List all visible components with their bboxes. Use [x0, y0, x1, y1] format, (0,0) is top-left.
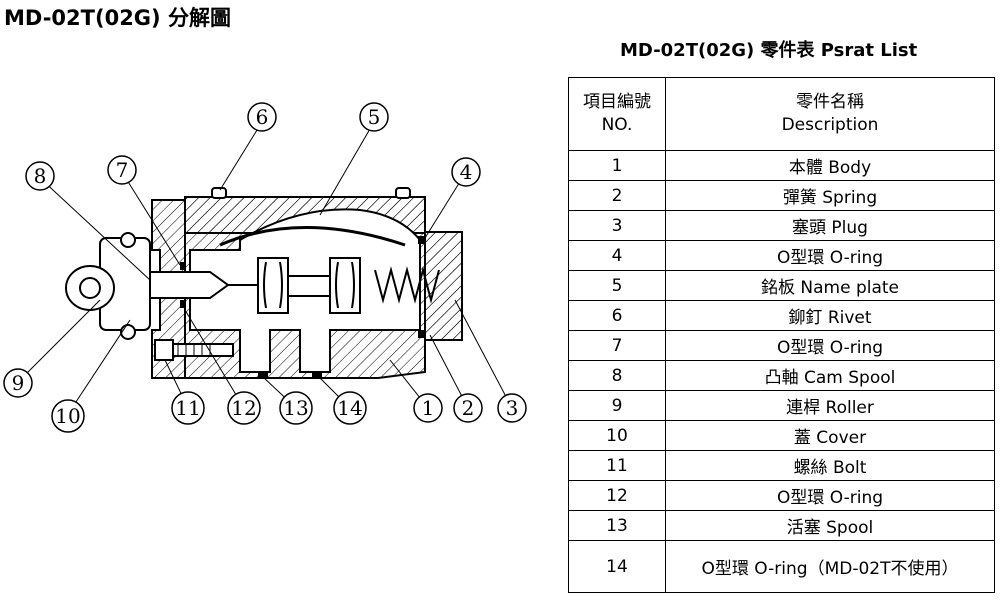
part-description: 活塞 Spool	[665, 510, 995, 541]
balloon-12: 12	[227, 391, 261, 425]
balloon-13: 13	[279, 391, 313, 425]
part-description: O型環 O-ring（MD-02T不使用）	[665, 540, 995, 593]
svg-text:12: 12	[231, 396, 256, 420]
part-description: 蓋 Cover	[665, 420, 995, 451]
part-number: 4	[568, 240, 666, 271]
part-number: 10	[568, 420, 666, 451]
balloon-6: 6	[247, 102, 277, 132]
part-description: O型環 O-ring	[665, 480, 995, 511]
part-description: 凸軸 Cam Spool	[665, 360, 995, 391]
balloon-1: 1	[413, 393, 443, 423]
rivet	[395, 187, 411, 199]
plug	[424, 231, 463, 341]
part-number: 7	[568, 330, 666, 361]
part-description: 連桿 Roller	[665, 390, 995, 421]
part-number: 12	[568, 480, 666, 511]
cam-spool	[149, 271, 230, 299]
svg-text:14: 14	[337, 396, 362, 420]
part-number: 14	[568, 540, 666, 593]
svg-text:5: 5	[368, 105, 381, 129]
balloon-9: 9	[3, 368, 33, 398]
balloon-11: 11	[171, 391, 205, 425]
svg-text:13: 13	[283, 396, 308, 420]
parts-table-title: MD-02T(02G) 零件表 Psrat List	[620, 40, 918, 61]
balloon-3: 3	[497, 393, 527, 423]
bolt	[154, 339, 234, 361]
balloon-14: 14	[333, 391, 367, 425]
desc-header-en: Description	[781, 115, 879, 135]
part-number: 11	[568, 450, 666, 481]
part-number: 6	[568, 300, 666, 331]
o-ring-seals	[180, 236, 426, 377]
part-description: 螺絲 Bolt	[665, 450, 995, 481]
part-description: 塞頭 Plug	[665, 210, 995, 241]
svg-text:11: 11	[175, 396, 200, 420]
part-description: 本體 Body	[665, 150, 995, 181]
no-header-en: NO.	[601, 115, 633, 135]
rivet	[211, 187, 227, 199]
svg-text:10: 10	[55, 404, 80, 428]
part-number: 3	[568, 210, 666, 241]
part-number: 2	[568, 180, 666, 211]
balloon-8: 8	[25, 161, 55, 191]
roller-linkage	[65, 232, 151, 340]
part-description: O型環 O-ring	[665, 240, 995, 271]
svg-text:8: 8	[34, 164, 47, 188]
part-number: 1	[568, 150, 666, 181]
description-column-header: 零件名稱 Description	[665, 77, 995, 151]
page-title: MD-02T(02G) 分解圖	[4, 6, 231, 30]
svg-text:4: 4	[460, 160, 473, 184]
part-number: 5	[568, 270, 666, 301]
part-description: 銘板 Name plate	[665, 270, 995, 301]
part-description: 彈簧 Spring	[665, 180, 995, 211]
svg-text:9: 9	[12, 371, 25, 395]
balloon-7: 7	[107, 155, 137, 185]
part-number: 9	[568, 390, 666, 421]
balloon-5: 5	[359, 102, 389, 132]
balloon-2: 2	[453, 393, 483, 423]
part-description: O型環 O-ring	[665, 330, 995, 361]
name-plate	[219, 226, 406, 247]
svg-text:1: 1	[422, 396, 435, 420]
balloon-4: 4	[451, 157, 481, 187]
svg-text:6: 6	[256, 105, 269, 129]
desc-header-zh: 零件名稱	[796, 92, 864, 112]
parts-table-header: 項目編號 NO. 零件名稱 Description	[568, 77, 995, 151]
balloon-10: 10	[51, 399, 85, 433]
exploded-view-diagram: 1 2 3 4 5 6 7 8 9 10 11 12 13 14	[3, 102, 527, 433]
no-column-header: 項目編號 NO.	[568, 77, 666, 151]
svg-text:3: 3	[506, 396, 519, 420]
part-description: 鉚釘 Rivet	[665, 300, 995, 331]
part-number: 8	[568, 360, 666, 391]
svg-text:7: 7	[116, 158, 129, 182]
svg-text:2: 2	[462, 396, 475, 420]
part-number: 13	[568, 510, 666, 541]
no-header-zh: 項目編號	[583, 92, 651, 112]
